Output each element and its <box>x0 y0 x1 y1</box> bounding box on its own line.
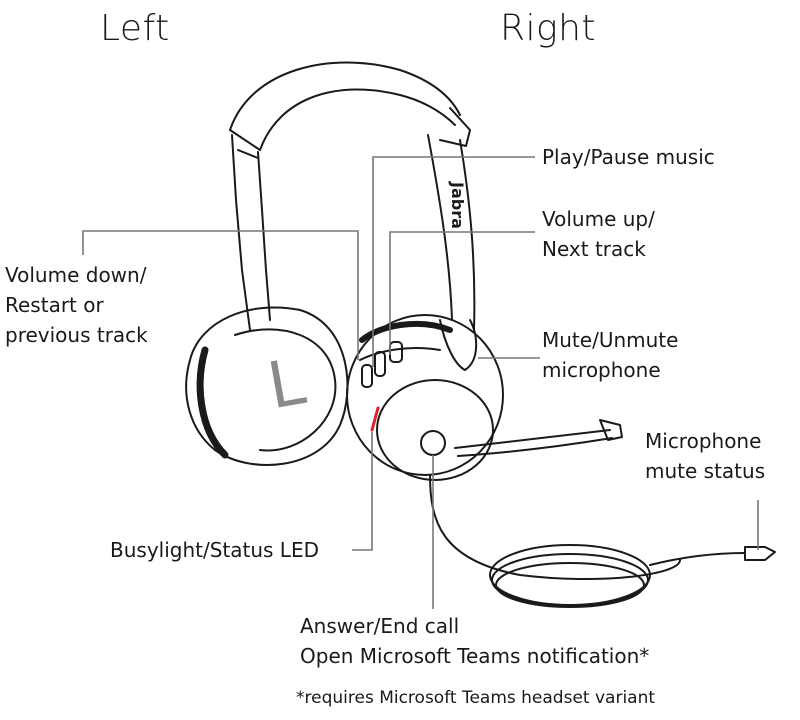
headband <box>229 61 476 331</box>
callout-play-pause: Play/Pause music <box>542 145 715 169</box>
earcup-letter: L <box>263 345 311 424</box>
callout-mute-line2: microphone <box>542 358 661 382</box>
right-heading: Right <box>500 8 597 49</box>
callout-mic-status-line1: Microphone <box>645 429 762 453</box>
callout-answer-line1: Answer/End call <box>300 614 460 638</box>
callout-volume-down: Volume down/ Restart or previous track <box>5 260 148 350</box>
left-heading: Left <box>100 8 170 49</box>
busylight-led <box>370 406 380 432</box>
callout-volume-up: Volume up/ Next track <box>542 204 655 264</box>
right-earcup <box>346 314 776 608</box>
callout-volume-down-line3: previous track <box>5 323 148 347</box>
callout-mic-mute-status: Microphone mute status <box>645 426 765 486</box>
left-earcup <box>185 306 349 466</box>
leader-lines <box>82 156 759 609</box>
callout-volume-up-line2: Next track <box>542 237 646 261</box>
callout-mute-line1: Mute/Unmute <box>542 328 679 352</box>
brand-logo: Jabra <box>448 181 467 229</box>
callout-answer-end: Answer/End call Open Microsoft Teams not… <box>300 611 649 671</box>
callout-mute-unmute: Mute/Unmute microphone <box>542 325 678 385</box>
callout-answer-line2: Open Microsoft Teams notification* <box>300 644 650 668</box>
callout-busylight: Busylight/Status LED <box>110 538 319 562</box>
footnote: *requires Microsoft Teams headset varian… <box>296 688 656 708</box>
callout-volume-down-line2: Restart or <box>5 293 104 317</box>
callout-mic-status-line2: mute status <box>645 459 766 483</box>
callout-volume-down-line1: Volume down/ <box>5 263 147 287</box>
callout-volume-up-line1: Volume up/ <box>542 207 655 231</box>
